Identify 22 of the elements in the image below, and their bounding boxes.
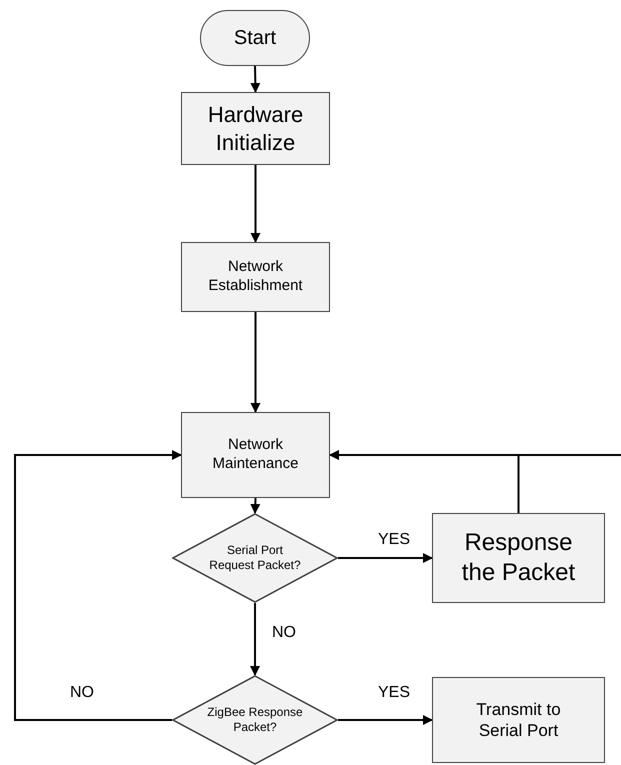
process-box bbox=[432, 677, 605, 763]
arrow bbox=[250, 66, 260, 93]
arrow bbox=[250, 312, 260, 413]
process-box bbox=[181, 92, 330, 165]
node-text: Serial Port Request Packet? bbox=[208, 543, 302, 573]
arrow bbox=[250, 165, 260, 243]
node-text: Network Establishment bbox=[207, 258, 304, 296]
node-text: Response the Packet bbox=[460, 528, 576, 588]
node-text: Start bbox=[232, 26, 278, 50]
node-text: Network Maintenance bbox=[212, 436, 300, 474]
process-box bbox=[181, 242, 330, 312]
arrow bbox=[338, 715, 433, 725]
arrow bbox=[329, 450, 621, 460]
arrow bbox=[338, 553, 433, 563]
arrow bbox=[250, 603, 260, 676]
node-text: Hardware Initialize bbox=[206, 101, 304, 156]
arrow bbox=[14, 450, 182, 721]
node-text: ZigBee Response Packet? bbox=[206, 705, 304, 735]
process-box bbox=[432, 513, 605, 603]
arrow bbox=[250, 498, 260, 514]
node-text: Transmit to Serial Port bbox=[475, 698, 562, 742]
process-box bbox=[181, 412, 330, 498]
